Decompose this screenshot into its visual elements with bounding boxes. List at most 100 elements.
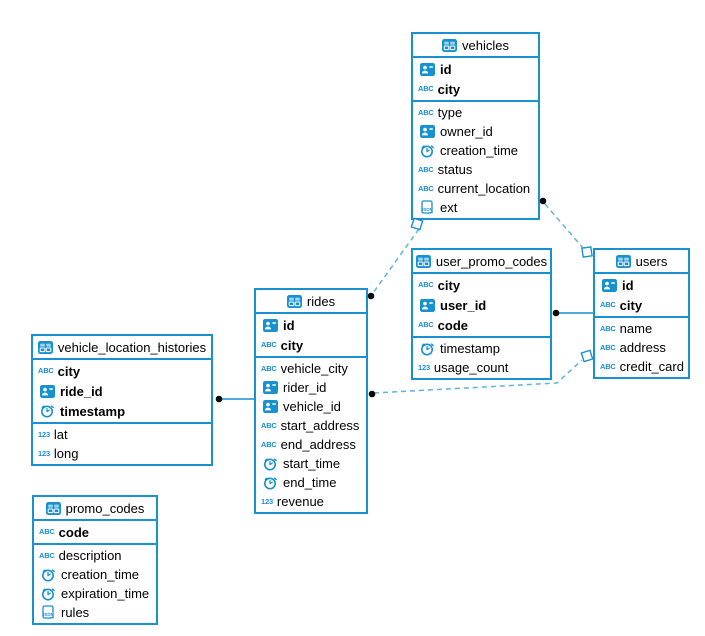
field-row-expiration_time[interactable]: expiration_time — [34, 584, 156, 603]
text-icon: ABC — [261, 420, 277, 430]
clock-icon — [38, 404, 56, 418]
id-icon — [600, 278, 618, 292]
text-icon: ABC — [261, 340, 277, 350]
text-icon: ABC — [600, 361, 616, 371]
number-icon: 123 — [38, 429, 50, 439]
field-row-owner_id[interactable]: owner_id — [413, 122, 538, 141]
field-name: current_location — [437, 181, 531, 196]
cardinality-dot — [552, 309, 560, 317]
field-row-user_id[interactable]: user_id — [413, 295, 550, 315]
field-row-end_time[interactable]: end_time — [256, 473, 366, 492]
field-name: creation_time — [440, 143, 519, 158]
field-name: end_address — [280, 437, 356, 452]
field-row-timestamp[interactable]: timestamp — [413, 339, 550, 358]
table-icon — [415, 254, 431, 268]
field-name: city — [57, 363, 81, 379]
table-title: rides — [306, 293, 336, 309]
field-name: end_time — [283, 475, 337, 490]
field-name: vehicle_city — [280, 361, 348, 376]
field-name: type — [437, 105, 463, 120]
field-row-ride_id[interactable]: ride_id — [33, 381, 211, 401]
field-name: address — [619, 340, 666, 355]
cardinality-square — [410, 217, 424, 231]
table-header[interactable]: promo_codes — [34, 497, 156, 521]
field-row-timestamp[interactable]: timestamp — [33, 401, 211, 421]
field-name: city — [437, 277, 461, 293]
id-icon — [418, 298, 436, 312]
clock-icon — [39, 568, 57, 582]
field-row-id[interactable]: id — [256, 315, 366, 335]
field-name: description — [58, 548, 122, 563]
field-name: creation_time — [61, 567, 140, 582]
field-name: lat — [53, 427, 68, 442]
text-icon: ABC — [418, 183, 434, 193]
field-row-creation_time[interactable]: creation_time — [34, 565, 156, 584]
cardinality-dot — [368, 390, 376, 398]
table-header[interactable]: vehicle_location_histories — [33, 336, 211, 360]
field-row-rider_id[interactable]: rider_id — [256, 378, 366, 397]
clock-icon — [261, 457, 279, 471]
field-name: ride_id — [60, 383, 103, 399]
text-icon: ABC — [600, 300, 616, 310]
field-row-creation_time[interactable]: creation_time — [413, 141, 538, 160]
clock-icon — [418, 342, 436, 356]
table-header[interactable]: users — [595, 250, 688, 274]
text-icon: ABC — [600, 323, 616, 333]
text-icon: ABC — [418, 320, 434, 330]
field-row-id[interactable]: id — [413, 59, 538, 79]
text-icon: ABC — [38, 366, 54, 376]
table-header[interactable]: vehicles — [413, 34, 538, 58]
table-header[interactable]: rides — [256, 290, 366, 314]
field-name: user_id — [440, 297, 487, 313]
field-row-start_time[interactable]: start_time — [256, 454, 366, 473]
field-name: status — [437, 162, 473, 177]
text-icon: ABC — [418, 280, 434, 290]
text-icon: ABC — [418, 84, 434, 94]
field-row-vehicle_id[interactable]: vehicle_id — [256, 397, 366, 416]
field-row-id[interactable]: id — [595, 275, 688, 295]
table-header[interactable]: user_promo_codes — [413, 250, 550, 274]
id-icon — [261, 381, 279, 394]
field-name: id — [283, 317, 295, 333]
field-name: id — [440, 61, 452, 77]
relationship-line-vehicles-users[interactable] — [544, 203, 584, 249]
field-name: id — [622, 277, 634, 293]
table-title: users — [635, 253, 668, 269]
field-name: code — [437, 317, 468, 333]
